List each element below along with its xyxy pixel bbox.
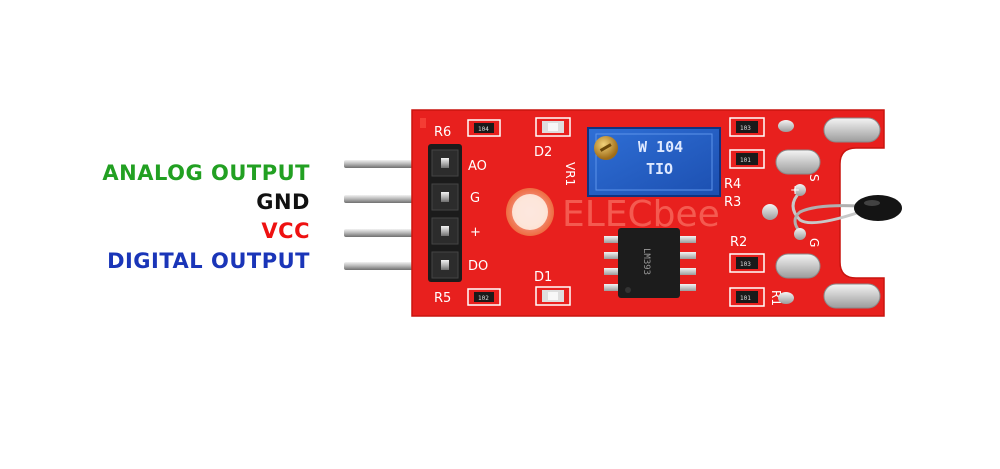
silk-sensor-g: G [807, 238, 821, 247]
r4-code: 101 [740, 157, 751, 164]
silk-d2: D2 [534, 145, 552, 160]
resistor-r4: 101 [729, 149, 765, 169]
lm393-chip: LM393 [604, 228, 696, 298]
silk-vr1: VR1 [563, 162, 577, 186]
silk-r6: R6 [434, 125, 451, 140]
header-connector [428, 144, 462, 282]
silk-do: DO [468, 259, 488, 274]
glow-spot [512, 194, 548, 230]
chip-text: LM393 [641, 248, 651, 275]
led-d2 [535, 117, 571, 137]
silk-g: G [470, 191, 480, 206]
resistor-r5: 102 [467, 288, 501, 306]
silk-plus: + [470, 225, 481, 240]
silk-r4: R4 [724, 177, 741, 192]
label-vcc: VCC [261, 219, 310, 243]
silk-r5: R5 [434, 291, 451, 306]
silk-r3: R3 [724, 195, 741, 210]
r6-code: 104 [478, 126, 489, 133]
label-digital-output: DIGITAL OUTPUT [107, 249, 310, 273]
silk-sensor-plus: + [790, 183, 800, 197]
silk-ao: AO [468, 159, 487, 174]
resistor-r3: 103 [729, 117, 765, 137]
resistor-r6: 104 [467, 119, 501, 137]
resistor-r1: 101 [729, 287, 765, 307]
pot-text-2: TIO [646, 160, 673, 178]
pcb [411, 109, 885, 317]
r5-code: 102 [478, 295, 489, 302]
thermistor-sensor [791, 184, 902, 240]
label-gnd: GND [256, 190, 310, 214]
silk-r1: R1 [769, 290, 783, 306]
r1-code: 101 [740, 295, 751, 302]
potentiometer: W 104 TIO [587, 127, 721, 197]
pot-text-1: W 104 [638, 138, 683, 156]
resistor-r2: 103 [729, 253, 765, 273]
label-analog-output: ANALOG OUTPUT [102, 161, 310, 185]
solder-pads [762, 117, 881, 309]
silk-s: S [807, 174, 821, 182]
r2-code: 103 [740, 261, 751, 268]
silk-d1: D1 [534, 270, 552, 285]
led-d1 [535, 286, 571, 306]
silk-r2: R2 [730, 235, 747, 250]
r3-code: 103 [740, 125, 751, 132]
